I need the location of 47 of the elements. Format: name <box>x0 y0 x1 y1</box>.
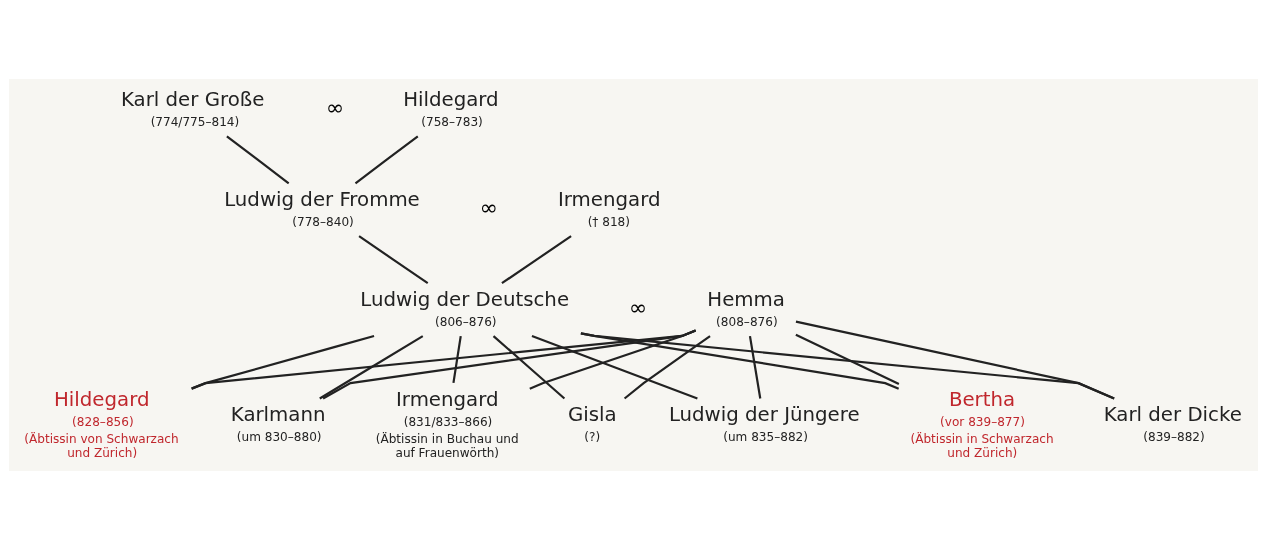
label: ∞ <box>325 94 345 120</box>
node-label: (808–876) <box>716 314 778 329</box>
connector <box>191 329 696 390</box>
node-label: (774/775–814) <box>150 114 240 129</box>
node-label: (831/833–866) <box>403 414 493 429</box>
node-text: Hemma <box>707 287 785 311</box>
connector <box>358 234 429 284</box>
connector <box>795 333 900 385</box>
node-text: Hildegard <box>403 87 499 111</box>
node-text: Ludwig der Fromme <box>224 187 420 211</box>
node-label: (Äbtissin von Schwarzach und Zürich) <box>24 431 179 460</box>
node-label: (806–876) <box>435 314 497 329</box>
node-text: Hildegard <box>54 387 150 411</box>
connector <box>452 335 462 383</box>
connector <box>529 329 696 390</box>
node-label: (um 835–882) <box>723 429 808 444</box>
node-label: (Äbtissin in Schwarzach und Zürich) <box>910 431 1054 460</box>
connector <box>748 335 762 399</box>
node-text: Bertha <box>948 387 1016 411</box>
node-label: († 818) <box>587 214 630 229</box>
node-label: (vor 839–877) <box>940 414 1025 429</box>
connector <box>226 134 290 184</box>
node-text: Gisla <box>567 402 617 426</box>
node-text: Ludwig der Deutsche <box>360 287 570 311</box>
connector <box>492 334 566 399</box>
node-text: Karlmann <box>230 402 326 426</box>
node-label: (um 830–880) <box>236 429 322 444</box>
node-text: Karl der Große <box>120 87 265 111</box>
label: ∞ <box>479 194 498 220</box>
node-label: (828–856) <box>72 414 134 429</box>
node-text: Karl der Dicke <box>1103 402 1242 426</box>
node-label: (758–783) <box>421 114 483 129</box>
node-label: (?) <box>584 429 601 444</box>
connector <box>322 329 696 399</box>
connector <box>531 334 698 399</box>
connector <box>795 320 1115 400</box>
node-text: Ludwig der Jüngere <box>668 402 860 426</box>
connector <box>354 134 419 184</box>
connector <box>319 334 424 399</box>
node-label: (Äbtissin in Buchau und auf Frauenwörth) <box>375 431 519 460</box>
label: ∞ <box>629 294 648 320</box>
connector <box>623 334 711 399</box>
node-text: Irmengard <box>396 387 499 411</box>
node-text: Irmengard <box>558 187 661 211</box>
node-label: (839–882) <box>1143 429 1205 444</box>
connector <box>501 234 572 284</box>
node-label: (778–840) <box>292 214 354 229</box>
